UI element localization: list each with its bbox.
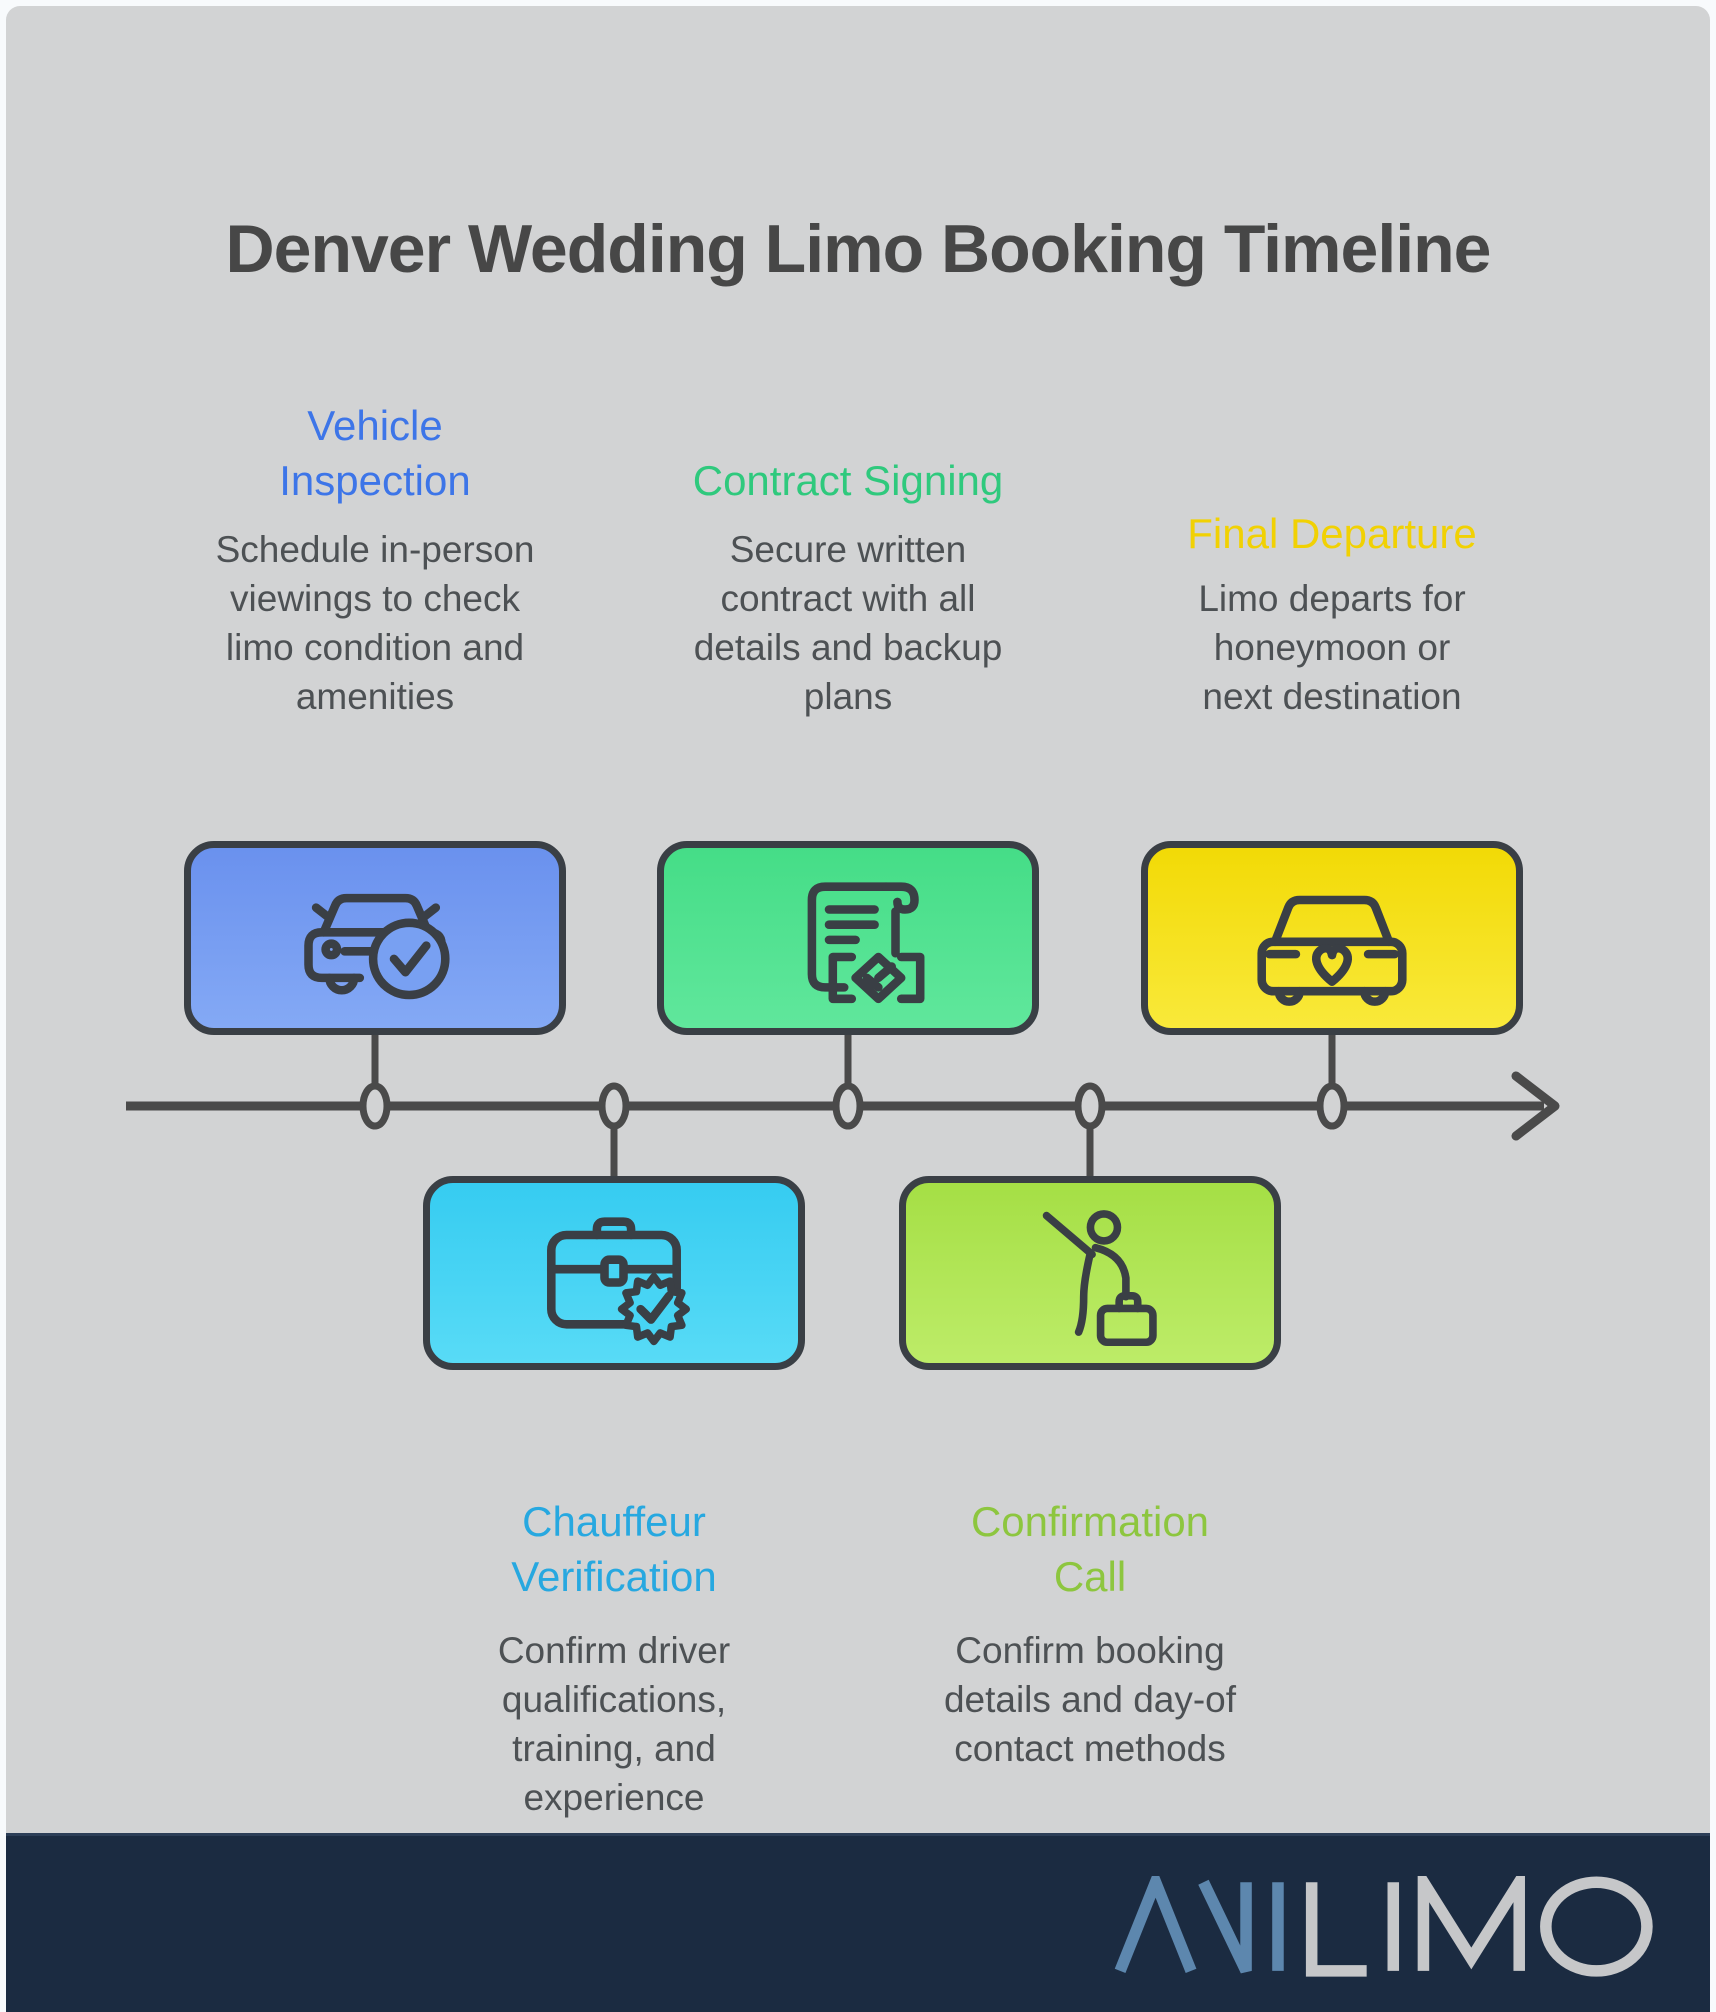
page-title: Denver Wedding Limo Booking Timeline bbox=[225, 210, 1492, 287]
step-description: Confirm driver qualifications, training,… bbox=[497, 1630, 731, 1818]
contract-handshake-icon bbox=[807, 882, 925, 1004]
step-label: Final Departure bbox=[1187, 510, 1477, 557]
step-label: Chauffeur Verification bbox=[511, 1498, 717, 1600]
step-description: Limo departs for honeymoon or next desti… bbox=[1198, 578, 1466, 717]
brand-logo bbox=[1114, 1876, 1653, 1977]
step-description: Confirm booking details and day-of conta… bbox=[943, 1630, 1237, 1769]
timeline-axis bbox=[126, 1032, 1560, 1178]
waving-person-icon bbox=[1042, 1210, 1157, 1347]
infographic-canvas: Denver Wedding Limo Booking Timeline bbox=[6, 6, 1710, 2012]
brand-gray-letters bbox=[1305, 1876, 1653, 1977]
step-box bbox=[184, 841, 566, 1035]
step-label: Contract Signing bbox=[692, 457, 1004, 504]
step-label: Confirmation Call bbox=[970, 1498, 1210, 1600]
arrow-right-icon bbox=[1511, 1071, 1560, 1141]
step-box bbox=[657, 841, 1039, 1035]
step-description: Secure written contract with all details… bbox=[693, 529, 1003, 717]
step-box bbox=[423, 1176, 805, 1370]
step-label: Vehicle Inspection bbox=[279, 402, 471, 504]
step-box bbox=[899, 1176, 1281, 1370]
wedding-car-icon bbox=[1257, 895, 1407, 1006]
timeline-connectors bbox=[371, 1032, 1336, 1178]
step-box bbox=[1141, 841, 1523, 1035]
car-check-icon bbox=[304, 893, 450, 1000]
timeline-dots bbox=[359, 1082, 1348, 1130]
footer-bar bbox=[6, 1833, 1710, 2012]
step-description: Schedule in-person viewings to check lim… bbox=[215, 529, 535, 717]
brand-blue-letters bbox=[1114, 1876, 1284, 1974]
briefcase-check-icon bbox=[547, 1217, 690, 1346]
